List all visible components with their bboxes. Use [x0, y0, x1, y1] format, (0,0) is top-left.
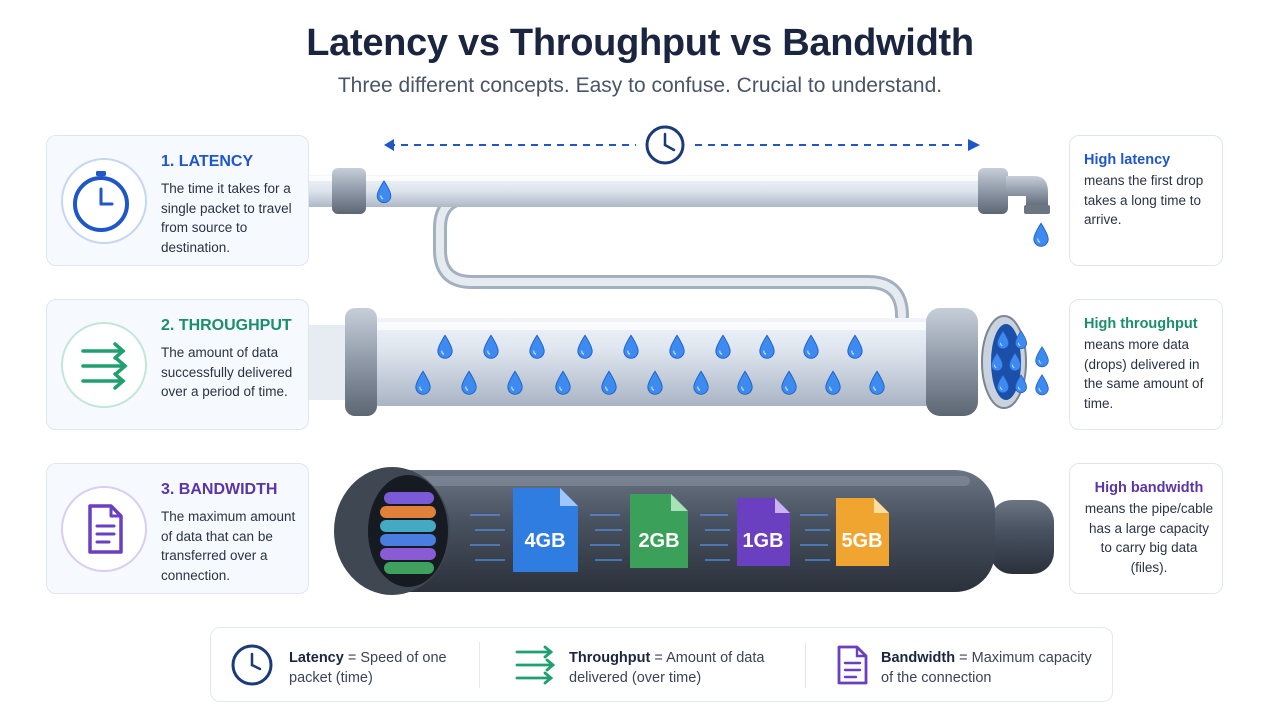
legend-term-throughput: Throughput: [569, 650, 651, 666]
file-label-2gb: 2GB: [638, 530, 679, 552]
latency-title: 1. LATENCY: [161, 153, 254, 170]
timing-arrow: [384, 125, 980, 165]
document-icon: [57, 482, 151, 576]
legend: Latency = Speed of one packet (time) Thr…: [210, 627, 1113, 702]
throughput-title: 2. THROUGHPUT: [161, 317, 292, 334]
throughput-pipe: [360, 318, 950, 406]
page-subtitle: Three different concepts. Easy to confus…: [337, 74, 943, 97]
legend-term-latency: Latency: [289, 650, 344, 666]
bandwidth-note-text: means the pipe/cable has a large capacit…: [1084, 501, 1214, 575]
clock-icon: [229, 642, 275, 688]
file-1gb: [737, 498, 790, 566]
latency-note-card: High latency means the first drop takes …: [1069, 135, 1223, 266]
bandwidth-note-card: High bandwidth means the pipe/cable has …: [1069, 463, 1223, 594]
file-label-5gb: 5GB: [841, 530, 882, 552]
bandwidth-description: The maximum amount of data that can be t…: [161, 509, 296, 583]
file-4gb: [513, 488, 578, 572]
arrows-right-icon: [513, 642, 559, 688]
legend-term-bandwidth: Bandwidth: [881, 650, 956, 666]
document-icon: [829, 642, 875, 688]
latency-note-text: means the first drop takes a long time t…: [1084, 173, 1204, 227]
legend-definition-bandwidth: = Maximum capacity of the connection: [881, 650, 1092, 686]
bandwidth-note-title: High bandwidth: [1094, 480, 1204, 496]
bandwidth-title: 3. BANDWIDTH: [161, 481, 278, 498]
legend-divider: [479, 642, 480, 688]
latency-card: 1. LATENCY The time it takes for a singl…: [46, 135, 309, 266]
bandwidth-card: 3. BANDWIDTH The maximum amount of data …: [46, 463, 309, 594]
cable-wires: [380, 492, 436, 574]
legend-definition-latency: = Speed of one packet (time): [289, 650, 447, 686]
legend-divider: [805, 642, 806, 688]
file-label-4gb: 4GB: [524, 530, 565, 552]
throughput-description: The amount of data successfully delivere…: [161, 345, 293, 399]
file-2gb: [630, 494, 688, 568]
legend-definition-throughput: = Amount of data delivered (over time): [569, 650, 765, 686]
latency-arriving-drop: [1033, 222, 1049, 247]
latency-description: The time it takes for a single packet to…: [161, 181, 292, 255]
throughput-note-title: High throughput: [1084, 316, 1198, 332]
throughput-card: 2. THROUGHPUT The amount of data success…: [46, 299, 309, 430]
clock-icon: [57, 154, 151, 248]
throughput-note-card: High throughput means more data (drops) …: [1069, 299, 1223, 430]
page-title: Latency vs Throughput vs Bandwidth: [306, 22, 974, 64]
throughput-note-text: means more data (drops) delivered in the…: [1084, 337, 1204, 411]
file-5gb: [836, 498, 889, 566]
arrows-right-icon: [57, 318, 151, 412]
latency-note-title: High latency: [1084, 152, 1171, 168]
latency-pipe-loop: [433, 191, 957, 323]
file-label-1gb: 1GB: [742, 530, 783, 552]
